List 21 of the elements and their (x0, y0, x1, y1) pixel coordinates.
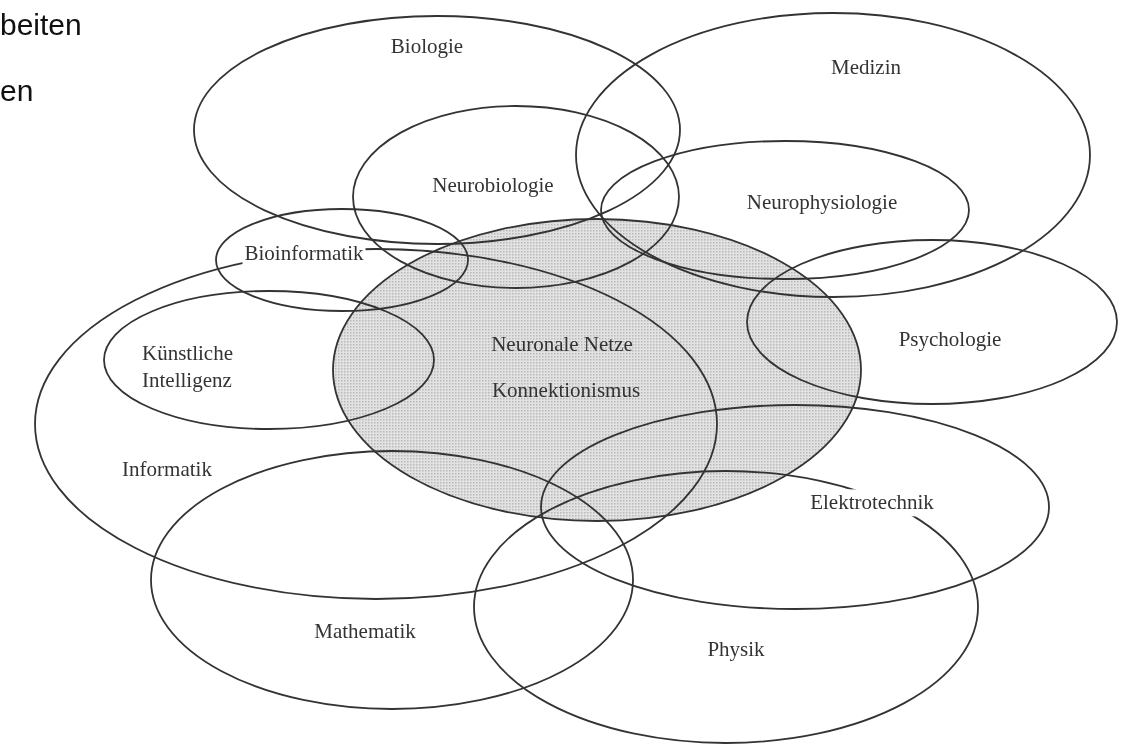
field-label: Neurophysiologie (745, 189, 899, 217)
field-ellipse (473, 470, 979, 744)
field-label: Mathematik (313, 618, 417, 646)
field-ellipse (103, 290, 435, 430)
field-ellipse (575, 12, 1091, 298)
field-label: Neurobiologie (431, 172, 555, 200)
field-label: Medizin (830, 54, 902, 82)
field-label: Physik (706, 636, 766, 664)
field-label: Informatik (121, 456, 213, 484)
field-label: Psychologie (897, 326, 1003, 354)
field-ellipse (600, 140, 970, 280)
slide-text: en (0, 74, 34, 108)
field-label: Konnektionismus (490, 377, 642, 405)
field-ellipse (193, 15, 681, 245)
field-ellipse (540, 404, 1050, 610)
field-label: Neuronale Netze (490, 331, 634, 359)
field-ellipse (746, 239, 1118, 405)
field-label: Biologie (389, 33, 465, 61)
slide-text: beiten (0, 8, 82, 42)
field-label: Künstliche Intelligenz (141, 339, 234, 394)
field-label: Elektrotechnik (808, 489, 936, 517)
